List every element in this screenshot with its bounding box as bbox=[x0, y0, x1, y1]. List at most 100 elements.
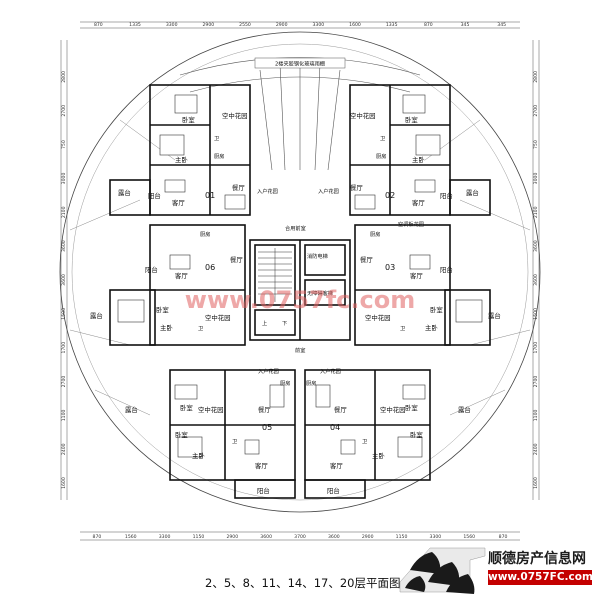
left-dim-3: 3000 bbox=[61, 173, 67, 185]
right-dim-10: 1100 bbox=[533, 409, 539, 421]
outer-circle bbox=[59, 31, 541, 513]
label-down: 下 bbox=[282, 320, 287, 327]
label-entry-garden-02: 入户花园 bbox=[318, 187, 339, 195]
left-dim-12: 1600 bbox=[61, 477, 67, 489]
label-shared-hall: 合用前室 bbox=[285, 224, 306, 232]
label-balcony-03: 阳台 bbox=[440, 265, 453, 274]
left-dim-9: 2700 bbox=[61, 376, 67, 388]
label-entry-garden-01: 入户花园 bbox=[257, 187, 278, 195]
label-sky-garden-02: 空中花园 bbox=[350, 111, 376, 120]
right-dim-5: 3600 bbox=[533, 240, 539, 252]
label-terrace-06: 露台 bbox=[90, 311, 103, 320]
label-terrace-03: 露台 bbox=[488, 311, 501, 320]
bottom-dim-8: 2900 bbox=[362, 534, 374, 540]
left-dim-5: 3600 bbox=[61, 240, 67, 252]
bottom-dim-3: 1150 bbox=[193, 534, 205, 540]
label-entry-garden-04: 入户花园 bbox=[320, 367, 341, 375]
label-balcony-05: 阳台 bbox=[257, 486, 270, 495]
label-master-01: 主卧 bbox=[175, 155, 188, 164]
label-sky-garden-01: 空中花园 bbox=[222, 111, 248, 120]
bottom-dim-10: 3300 bbox=[430, 534, 442, 540]
top-dim-6: 3300 bbox=[312, 22, 324, 28]
bottom-dim-2: 3300 bbox=[159, 534, 171, 540]
canopy-label-box bbox=[254, 57, 346, 69]
label-unit-03: 03 bbox=[385, 263, 395, 272]
top-dim-3: 2900 bbox=[202, 22, 214, 28]
left-dim-1: 2700 bbox=[61, 105, 67, 117]
bottom-dim-0: 870 bbox=[93, 534, 102, 540]
label-fire-elevator: 消防电梯 bbox=[307, 252, 328, 260]
label-bath-06: 卫 bbox=[198, 325, 203, 332]
label-dining-02: 餐厅 bbox=[350, 183, 363, 192]
right-dim-9: 2700 bbox=[533, 376, 539, 388]
bottom-dim-7: 3600 bbox=[328, 534, 340, 540]
right-dim-4: 2100 bbox=[533, 206, 539, 218]
logo-url: www.0757FC.com bbox=[488, 570, 593, 585]
label-up: 上 bbox=[262, 319, 267, 327]
right-dim-11: 2400 bbox=[533, 443, 539, 455]
bottom-dim-6: 3700 bbox=[294, 534, 306, 540]
label-unit-01: 01 bbox=[205, 191, 215, 200]
label-elevator: 无障碍客梯 bbox=[307, 289, 333, 297]
label-kitchen-06: 厨房 bbox=[200, 230, 210, 238]
label-bath-05: 卫 bbox=[232, 438, 237, 445]
label-kitchen-05: 厨房 bbox=[280, 379, 290, 387]
walls bbox=[109, 84, 491, 499]
top-dim-4: 2550 bbox=[239, 22, 251, 28]
label-balcony-02: 阳台 bbox=[440, 191, 453, 200]
label-dining-01: 餐厅 bbox=[232, 183, 245, 192]
label-sky-garden-04: 空中花园 bbox=[380, 405, 406, 414]
label-front-room: 前室 bbox=[295, 346, 305, 354]
label-entry-garden-05: 入户花园 bbox=[258, 367, 279, 375]
top-dim-0: 870 bbox=[94, 22, 103, 28]
label-kitchen-01: 厨房 bbox=[214, 152, 224, 160]
label-balcony-06: 阳台 bbox=[145, 265, 158, 274]
label-bedroom-03: 卧室 bbox=[430, 305, 443, 314]
label-living-01: 客厅 bbox=[172, 198, 185, 207]
label-terrace-04: 露台 bbox=[458, 405, 471, 414]
stair bbox=[258, 248, 292, 302]
logo-roof-icon bbox=[399, 547, 486, 594]
bottom-dim-9: 1150 bbox=[396, 534, 408, 540]
label-terrace-02: 露台 bbox=[466, 188, 479, 197]
label-terrace-01: 露台 bbox=[118, 188, 131, 197]
label-bath-03: 卫 bbox=[400, 325, 405, 332]
radial-lines bbox=[69, 119, 531, 416]
top-dim-7: 1600 bbox=[349, 22, 361, 28]
label-sky-garden-03: 空中花园 bbox=[365, 313, 391, 322]
top-dim-2: 3300 bbox=[166, 22, 178, 28]
top-dim-1: 1335 bbox=[129, 22, 141, 28]
label-living-04: 客厅 bbox=[330, 461, 343, 470]
label-bedroom-01: 卧室 bbox=[182, 115, 195, 124]
logo-name: 顺德房产信息网 bbox=[488, 551, 586, 567]
left-dim-8: 1700 bbox=[61, 342, 67, 354]
room-labels: 卧室 空中花园 卫 主卧 厨房 餐厅 入户花园 阳台 露台 客厅 01 卧室 空… bbox=[90, 111, 501, 495]
label-terrace-05: 露台 bbox=[125, 405, 138, 414]
page-title: 2、5、8、11、14、17、20层平面图 bbox=[205, 576, 401, 590]
left-dim-6: 3600 bbox=[61, 274, 67, 286]
label-kitchen-02: 厨房 bbox=[376, 152, 386, 160]
label-dining-03: 餐厅 bbox=[360, 255, 373, 264]
label-bedroom-05: 卧室 bbox=[180, 403, 193, 412]
label-bedroom-02: 卧室 bbox=[405, 115, 418, 124]
label-bedroom-04: 卧室 bbox=[405, 403, 418, 412]
label-sky-garden-05: 空中花园 bbox=[198, 405, 224, 414]
label-sky-garden-06: 空中花园 bbox=[205, 313, 231, 322]
canopy-label: 2楼夹胶钢化玻璃雨棚 bbox=[275, 60, 325, 68]
label-balcony-01: 阳台 bbox=[148, 191, 161, 200]
left-dim-2: 750 bbox=[61, 140, 67, 149]
right-dim-1: 2700 bbox=[533, 105, 539, 117]
label-living-03: 客厅 bbox=[410, 271, 423, 280]
top-dim-9: 870 bbox=[424, 22, 433, 28]
label-living-05: 客厅 bbox=[255, 461, 268, 470]
right-dimensions: 2800270075030002100360036001500170027001… bbox=[533, 71, 539, 489]
right-dim-2: 750 bbox=[533, 140, 539, 149]
inner-circle bbox=[71, 43, 529, 501]
watermark: www.0757fc.com bbox=[185, 286, 415, 314]
label-master-03: 主卧 bbox=[425, 323, 438, 332]
top-dim-11: 345 bbox=[497, 22, 506, 28]
label-unit-05: 05 bbox=[262, 423, 272, 432]
label-unit-06: 06 bbox=[205, 263, 215, 272]
